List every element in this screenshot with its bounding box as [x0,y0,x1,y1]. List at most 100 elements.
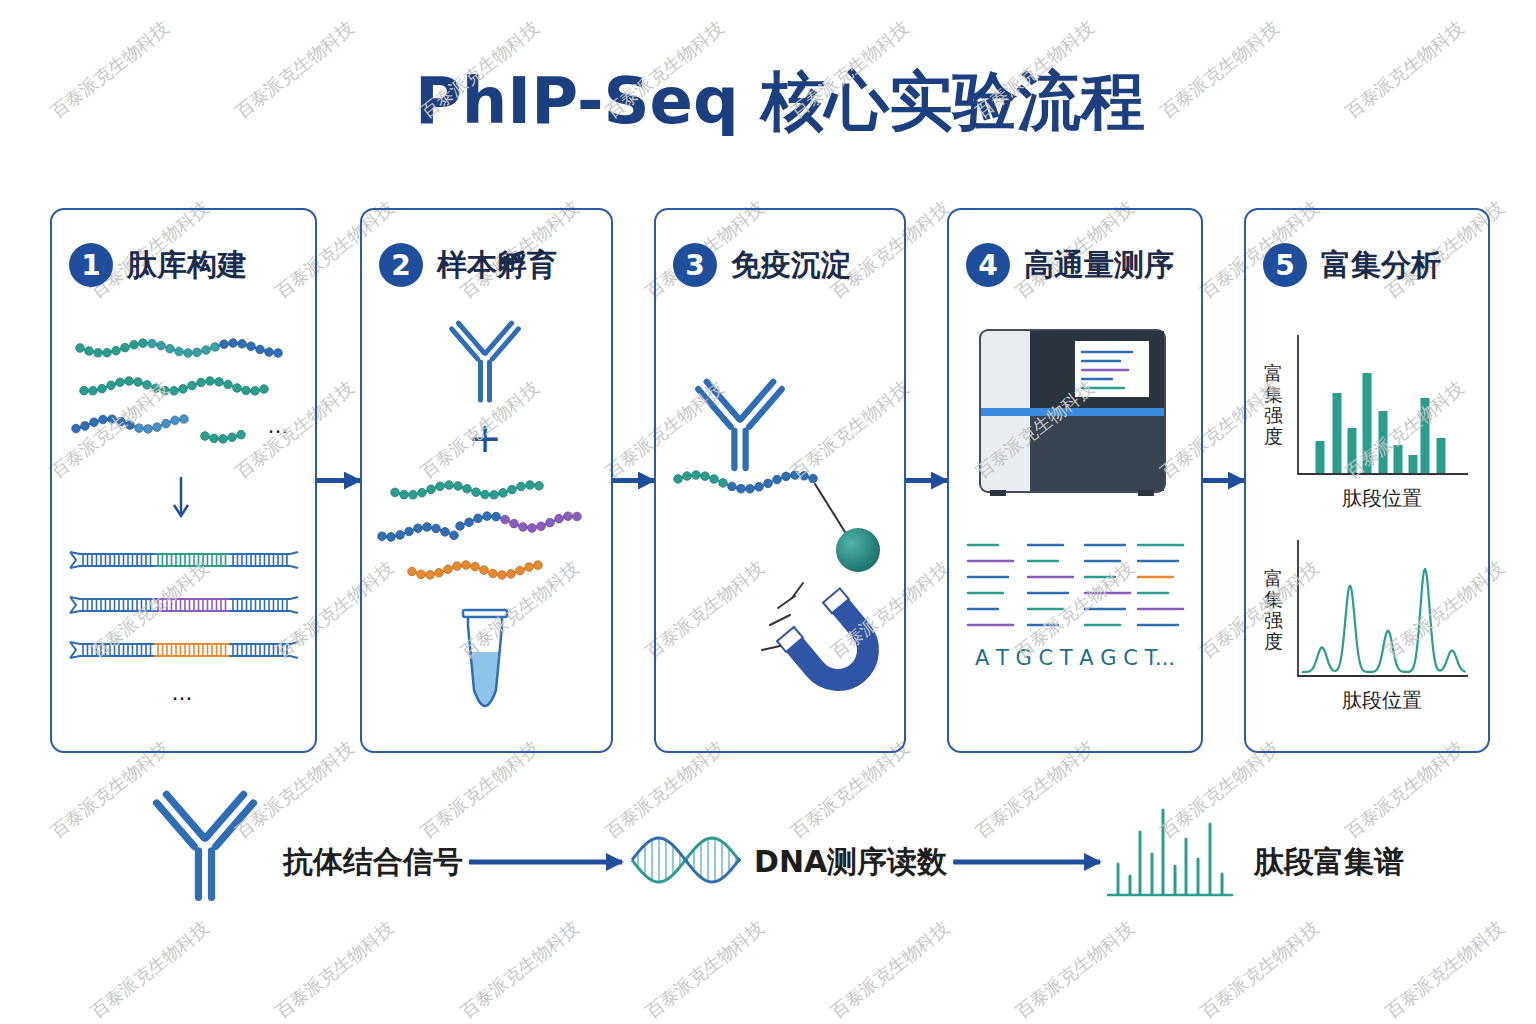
amino-acid-bead [94,348,103,357]
peptide-chain [80,377,269,395]
stroke [184,554,186,566]
stroke [211,599,213,611]
amino-acid-bead [535,482,544,491]
stroke [175,644,177,656]
dna-end [70,552,80,568]
amino-acid-bead [474,514,483,523]
amino-acid-bead [107,381,116,390]
stroke [268,554,270,566]
amino-acid-bead [710,475,719,484]
watermark: 百泰派克生物科技 [46,16,174,124]
spectrum-bar [1185,839,1188,894]
antibody-chain [741,382,774,420]
flow-arrow [469,860,622,865]
amino-acid-bead [98,384,107,393]
step-panel: 5富集分析 [1244,208,1490,753]
item-label: 肽段富集谱 [1254,844,1404,879]
stroke [136,644,138,656]
watermark: 百泰派克生物科技 [271,196,399,304]
motion-line [770,615,790,625]
amino-acid-bead [465,518,474,527]
stroke [141,644,143,656]
item-label: DNA测序读数 [754,844,947,879]
stroke [189,644,191,656]
stroke [250,644,252,656]
sequencer-foot [1138,490,1154,496]
amino-acid-bead [179,385,188,394]
amino-acid-bead [481,490,490,499]
peptide-chain [391,481,544,499]
amino-acid-bead [265,348,274,357]
amino-acid-bead [175,347,184,356]
amino-acid-bead [489,569,498,578]
amino-acid-bead [125,377,134,386]
stroke [150,554,152,566]
sequencing-read [1138,560,1178,563]
stroke [264,644,266,656]
amino-acid-bead [206,377,215,386]
stroke [273,599,275,611]
step-title: 样本孵育 [437,245,557,286]
stroke [225,644,227,656]
panel-heading: 5富集分析 [1246,210,1488,287]
amino-acid-bead [463,484,472,493]
amino-acid-bead [103,348,112,357]
sequencing-read [1138,608,1183,611]
stroke [202,644,204,656]
legend-item: 肽段富集谱 [1100,840,1410,884]
amino-acid-bead [499,489,508,498]
flow-arrow [906,478,947,483]
stroke [246,644,248,656]
watermark: 百泰派克生物科技 [826,916,954,1024]
magnet-pole [823,588,849,613]
stroke [282,599,284,611]
amino-acid-bead [746,484,755,493]
panel-heading: 3免疫沉淀 [656,210,904,287]
sequencer-front [1030,331,1164,409]
magnetic-bead [836,528,880,572]
amino-acid-bead [408,567,417,576]
stroke [82,554,84,566]
amino-acid-bead [534,561,543,570]
amino-acid-bead [528,524,537,533]
sequencing-read [1028,592,1068,595]
antibody-icon [452,323,519,400]
amino-acid-bead [396,531,405,540]
step-number: 3 [673,243,717,287]
stroke [237,599,239,611]
step-panel: 4高通量测序 [947,208,1203,753]
stroke [220,554,222,566]
amino-acid-bead [436,482,445,491]
stroke [232,599,234,611]
watermark: 百泰派克生物科技 [1381,916,1509,1024]
amino-acid-bead [202,346,211,355]
amino-acid-bead [171,416,180,425]
amino-acid-bead [81,422,90,431]
helix-strand [632,838,740,882]
amino-acid-bead [256,345,265,354]
stroke [96,599,98,611]
stroke [114,554,116,566]
helix-rung [665,840,667,880]
sequencing-read [1138,592,1168,595]
watermark: 百泰派克生物科技 [641,916,769,1024]
stroke [162,554,164,566]
peptide-chain [201,430,246,443]
antibody-chain [731,431,737,469]
item-label: 抗体结合信号 [283,844,463,879]
amino-acid-bead [405,527,414,536]
helix-rung [644,845,646,875]
stroke [216,554,218,566]
amino-acid-bead [157,341,166,350]
stroke [180,554,182,566]
amino-acid-bead [483,512,492,521]
legend-item: 抗体结合信号 [155,840,469,884]
down-arrow-shaft [180,478,183,512]
amino-acid-bead [237,430,246,439]
stroke [127,554,129,566]
stroke [225,554,227,566]
amino-acid-bead [188,381,197,390]
stroke [207,554,209,566]
watermark: 百泰派克生物科技 [601,376,729,484]
